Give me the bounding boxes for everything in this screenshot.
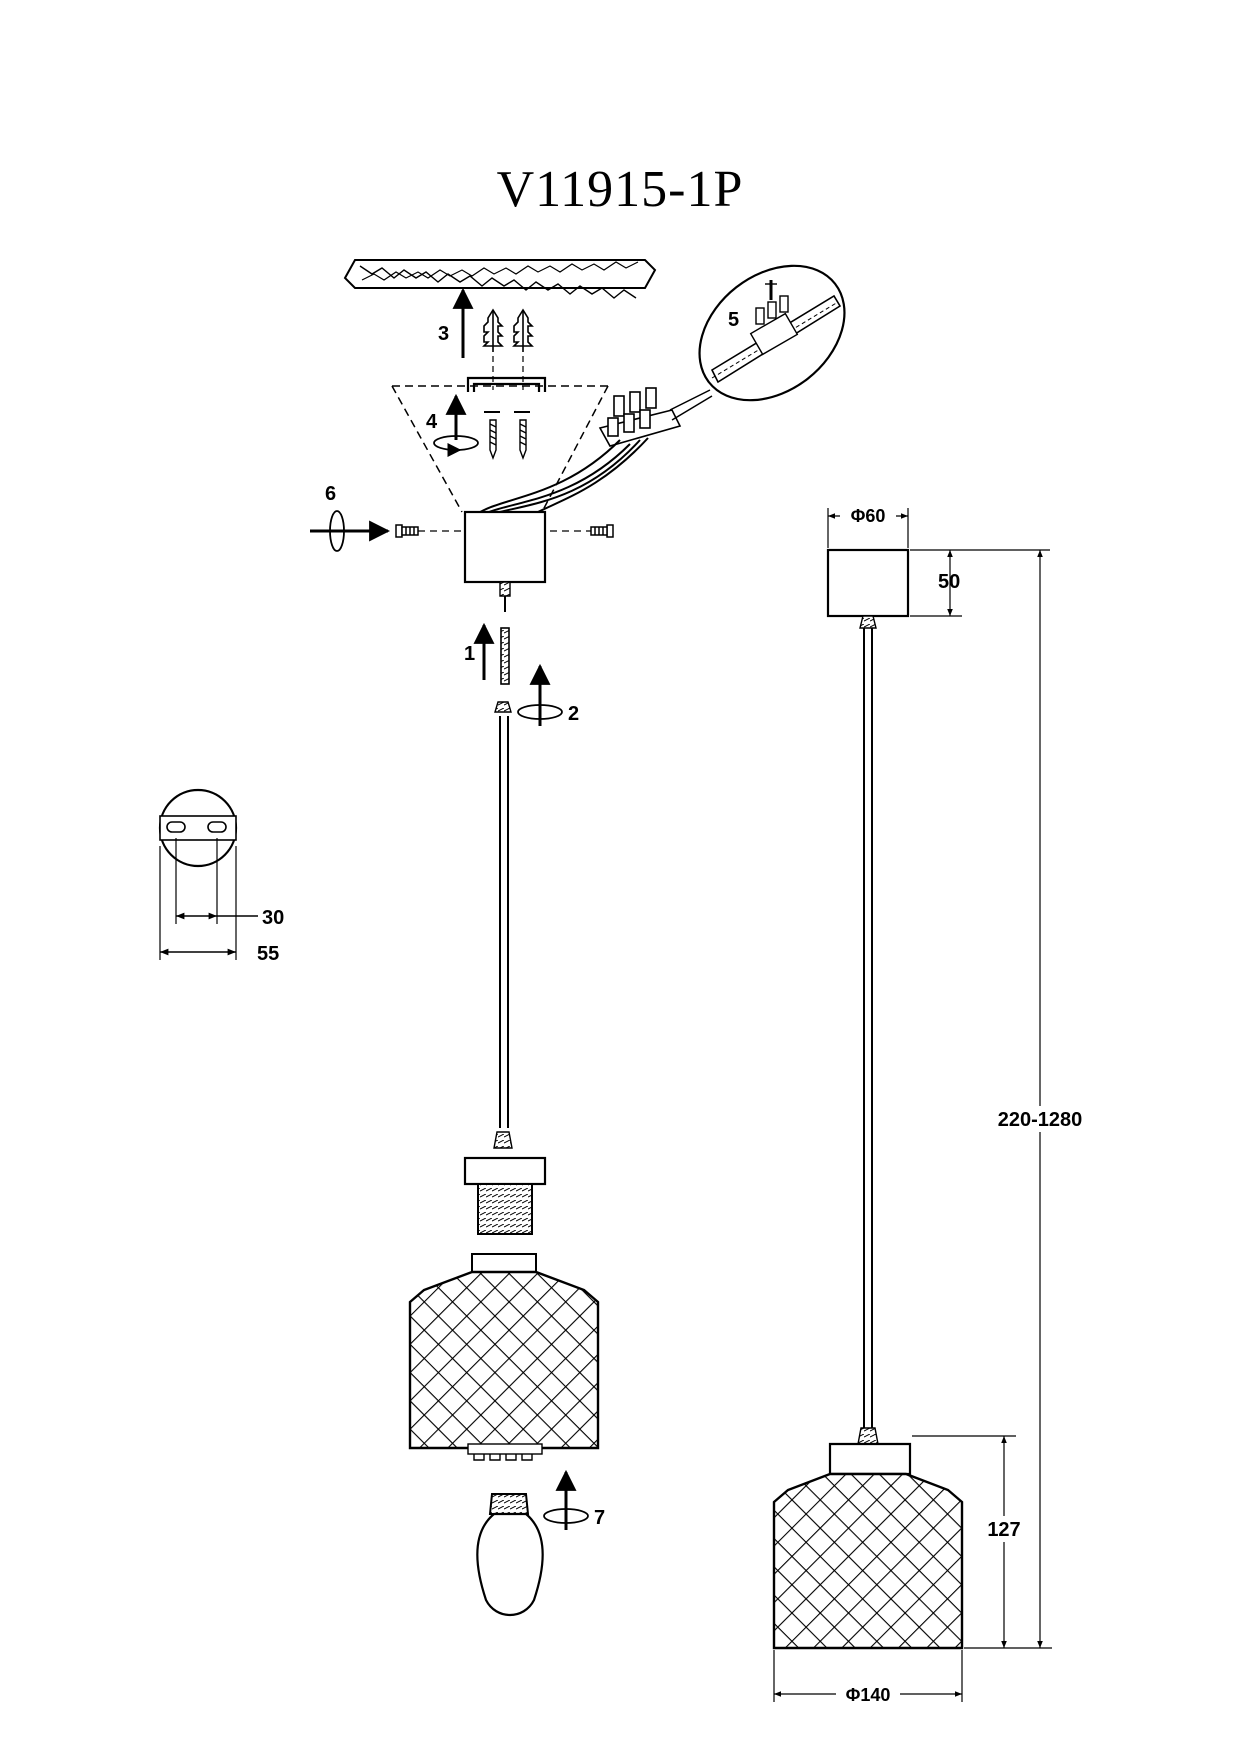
dimension-canopy-height: 50 [938, 571, 960, 593]
dimension-bracket-hole-spacing: 30 [262, 907, 284, 929]
model-title: V11915-1P [496, 161, 744, 218]
dimension-canopy-diameter: Φ60 [851, 506, 886, 526]
dimension-line-canopy-height [910, 549, 1050, 617]
terminal-block [598, 387, 682, 447]
lamp-holder [463, 1156, 547, 1235]
step-7-label: 7 [594, 1507, 605, 1529]
step-4-arrow-icon [433, 393, 479, 457]
screw-icon [484, 411, 530, 460]
step-4-label: 4 [426, 411, 438, 433]
step-6-arrow-icon [310, 510, 391, 552]
dimension-shade-height: 127 [987, 1519, 1020, 1541]
canopy [463, 510, 547, 612]
step-2-label: 2 [568, 703, 579, 725]
bracket-detail [158, 788, 238, 960]
detail-zoom-terminal [698, 264, 846, 402]
dimension-total-height: 220-1280 [998, 1109, 1083, 1131]
suspension-cord [493, 701, 513, 1149]
mounting-bracket [466, 376, 547, 392]
glass-shade [408, 1253, 600, 1450]
ceiling-surface [343, 259, 657, 299]
light-bulb-icon [476, 1493, 544, 1616]
step-3-label: 3 [438, 323, 449, 345]
step-6-label: 6 [325, 483, 336, 505]
side-screw-icon [395, 524, 614, 538]
dimension-shade-diameter: Φ140 [846, 1685, 891, 1705]
canopy-projection-outline [391, 385, 609, 513]
wall-anchor-icon [482, 308, 534, 352]
step-2-arrow-icon [517, 663, 563, 726]
step-5-label: 5 [728, 309, 739, 331]
dimension-line-total-height [964, 550, 1052, 1649]
assembled-shade [772, 1442, 964, 1650]
supply-wires [473, 437, 649, 517]
step-1-label: 1 [464, 643, 475, 665]
assembled-cord [857, 628, 879, 1445]
dimension-bracket-width: 55 [257, 943, 279, 965]
assembled-canopy [826, 548, 910, 629]
cord-grip [500, 627, 510, 685]
step-7-arrow-icon [543, 1469, 589, 1530]
lamp-ring [467, 1443, 543, 1461]
